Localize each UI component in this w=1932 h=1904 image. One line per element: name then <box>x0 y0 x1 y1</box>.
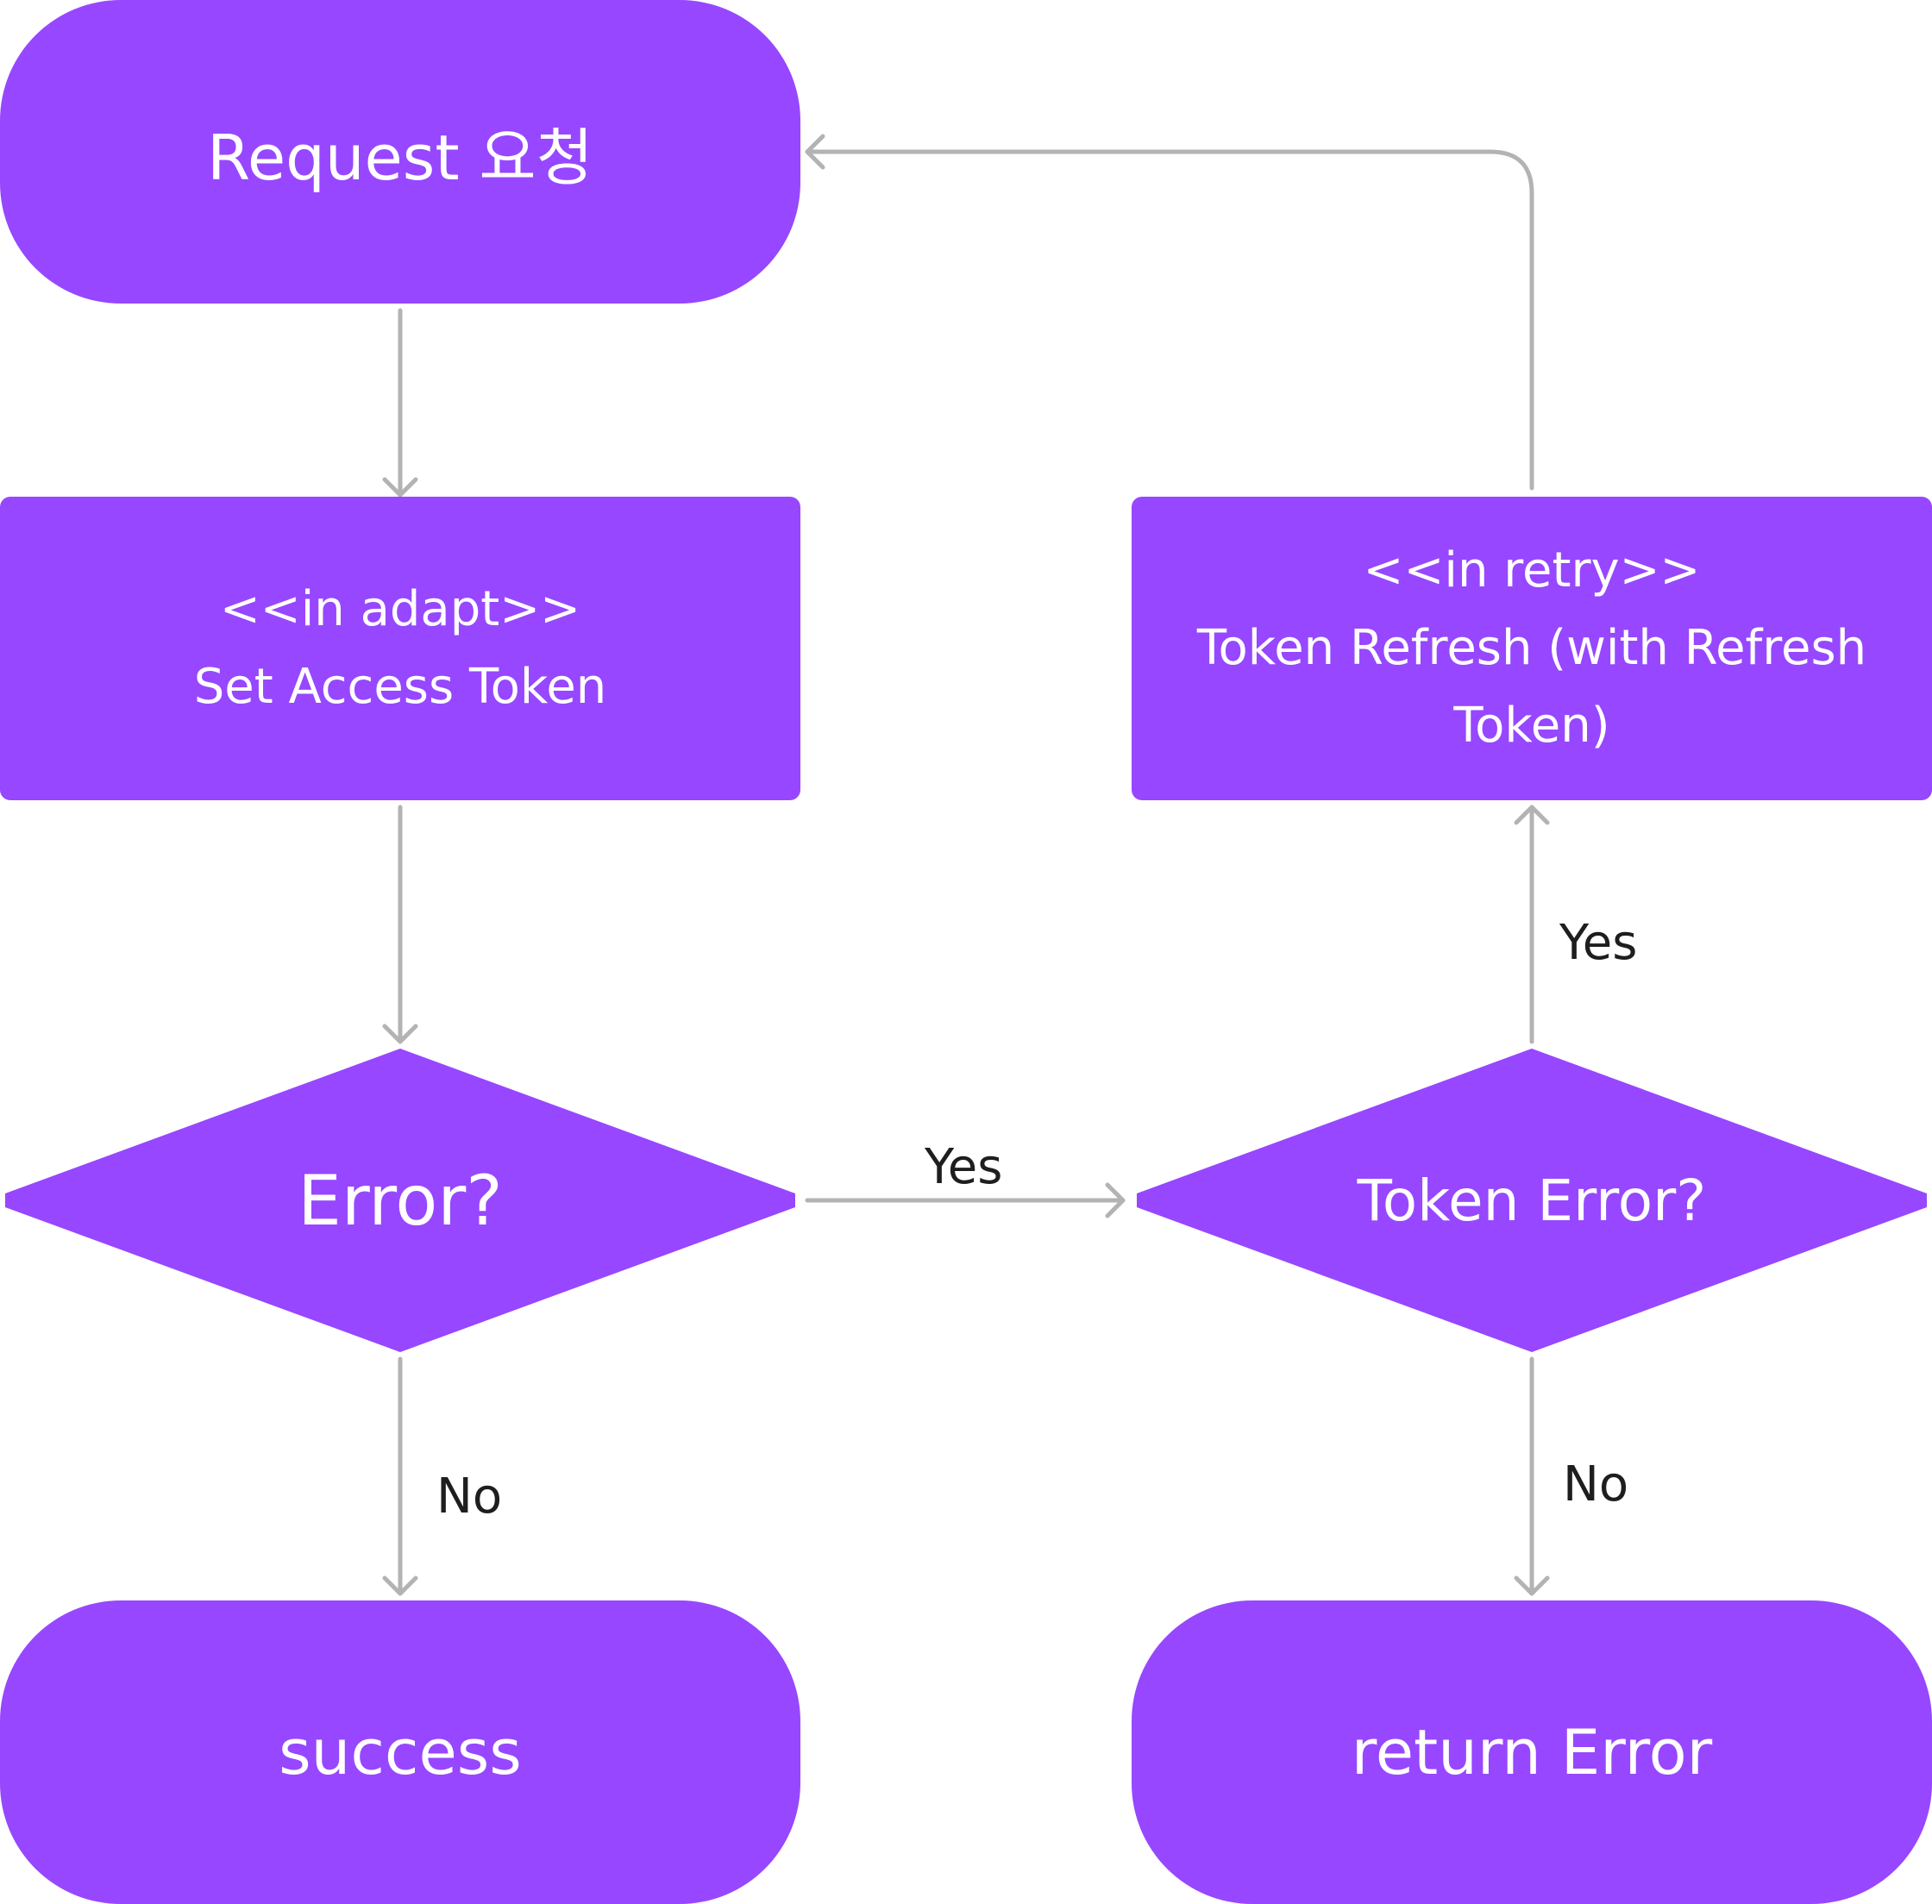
arrowhead-up-icon <box>1514 805 1550 825</box>
token-error-no-label: No <box>1563 1456 1629 1513</box>
edge-retry-to-request <box>805 149 1534 491</box>
success-node-label: success <box>279 1716 522 1788</box>
return-error-node-label: return Error <box>1351 1716 1713 1788</box>
retry-stereotype-label: <<in retry>> <box>1363 542 1701 598</box>
arrowhead-left-icon <box>805 134 825 170</box>
arrowhead-down-icon <box>1514 1575 1550 1596</box>
arrowhead-down-icon <box>382 1024 418 1044</box>
adapt-process-node: <<in adapt>> Set Access Token <box>0 497 800 800</box>
retry-node-label-line2: Token) <box>1453 698 1610 754</box>
success-end-node: success <box>0 1600 800 1904</box>
arrowhead-down-icon <box>382 477 418 498</box>
token-error-yes-label: Yes <box>1559 915 1638 971</box>
error-decision-label: Error? <box>298 1160 503 1241</box>
retry-node-label-line1: Token Refresh (with Refresh <box>1196 620 1867 676</box>
error-no-label: No <box>436 1469 503 1525</box>
request-node-label: Request 요청 <box>207 121 593 194</box>
arrowhead-down-icon <box>382 1575 418 1596</box>
return-error-end-node: return Error <box>1132 1600 1932 1904</box>
request-start-node: Request 요청 <box>0 0 800 304</box>
adapt-stereotype-label: <<in adapt>> <box>219 581 581 637</box>
error-decision-shape <box>5 1049 795 1352</box>
arrowhead-right-icon <box>1105 1182 1126 1218</box>
retry-process-node: <<in retry>> Token Refresh (with Refresh… <box>1132 497 1932 800</box>
error-yes-label: Yes <box>925 1139 1003 1195</box>
adapt-node-label: Set Access Token <box>193 659 607 715</box>
token-error-decision-label: Token Error? <box>1357 1167 1707 1234</box>
token-error-decision-shape <box>1137 1049 1927 1352</box>
